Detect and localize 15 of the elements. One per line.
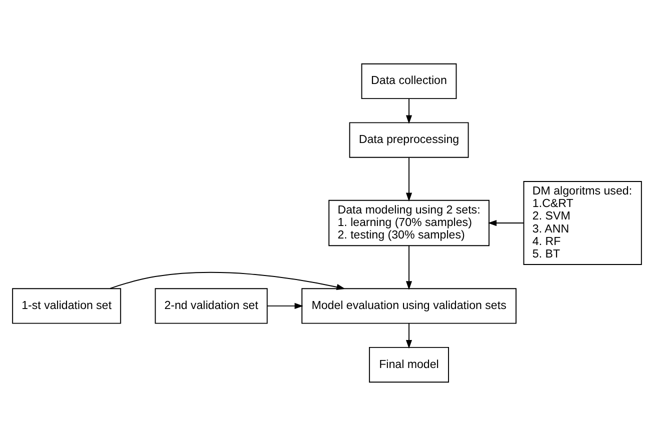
node-box: Data collection	[361, 63, 457, 100]
arrow	[406, 98, 412, 124]
node-box: Final model	[368, 346, 449, 383]
node-box: 2-nd validation set	[154, 288, 268, 324]
arrow	[110, 272, 346, 290]
arrow	[488, 220, 524, 226]
arrow	[266, 302, 304, 309]
arrow	[406, 157, 412, 202]
node-box: DM algoritms used: 1.C&RT 2. SVM 3. ANN 4. RF 5. BT	[523, 181, 642, 265]
node-box: Model evaluation using validation sets	[301, 288, 517, 324]
node-box: Data preprocessing	[349, 122, 469, 158]
node-box: Data modeling using 2 sets: 1. learning (70% samples) 2. testing (30% samples)	[328, 200, 490, 246]
node-box: 1-st validation set	[12, 288, 122, 324]
arrow	[406, 322, 412, 349]
arrow	[406, 245, 412, 290]
